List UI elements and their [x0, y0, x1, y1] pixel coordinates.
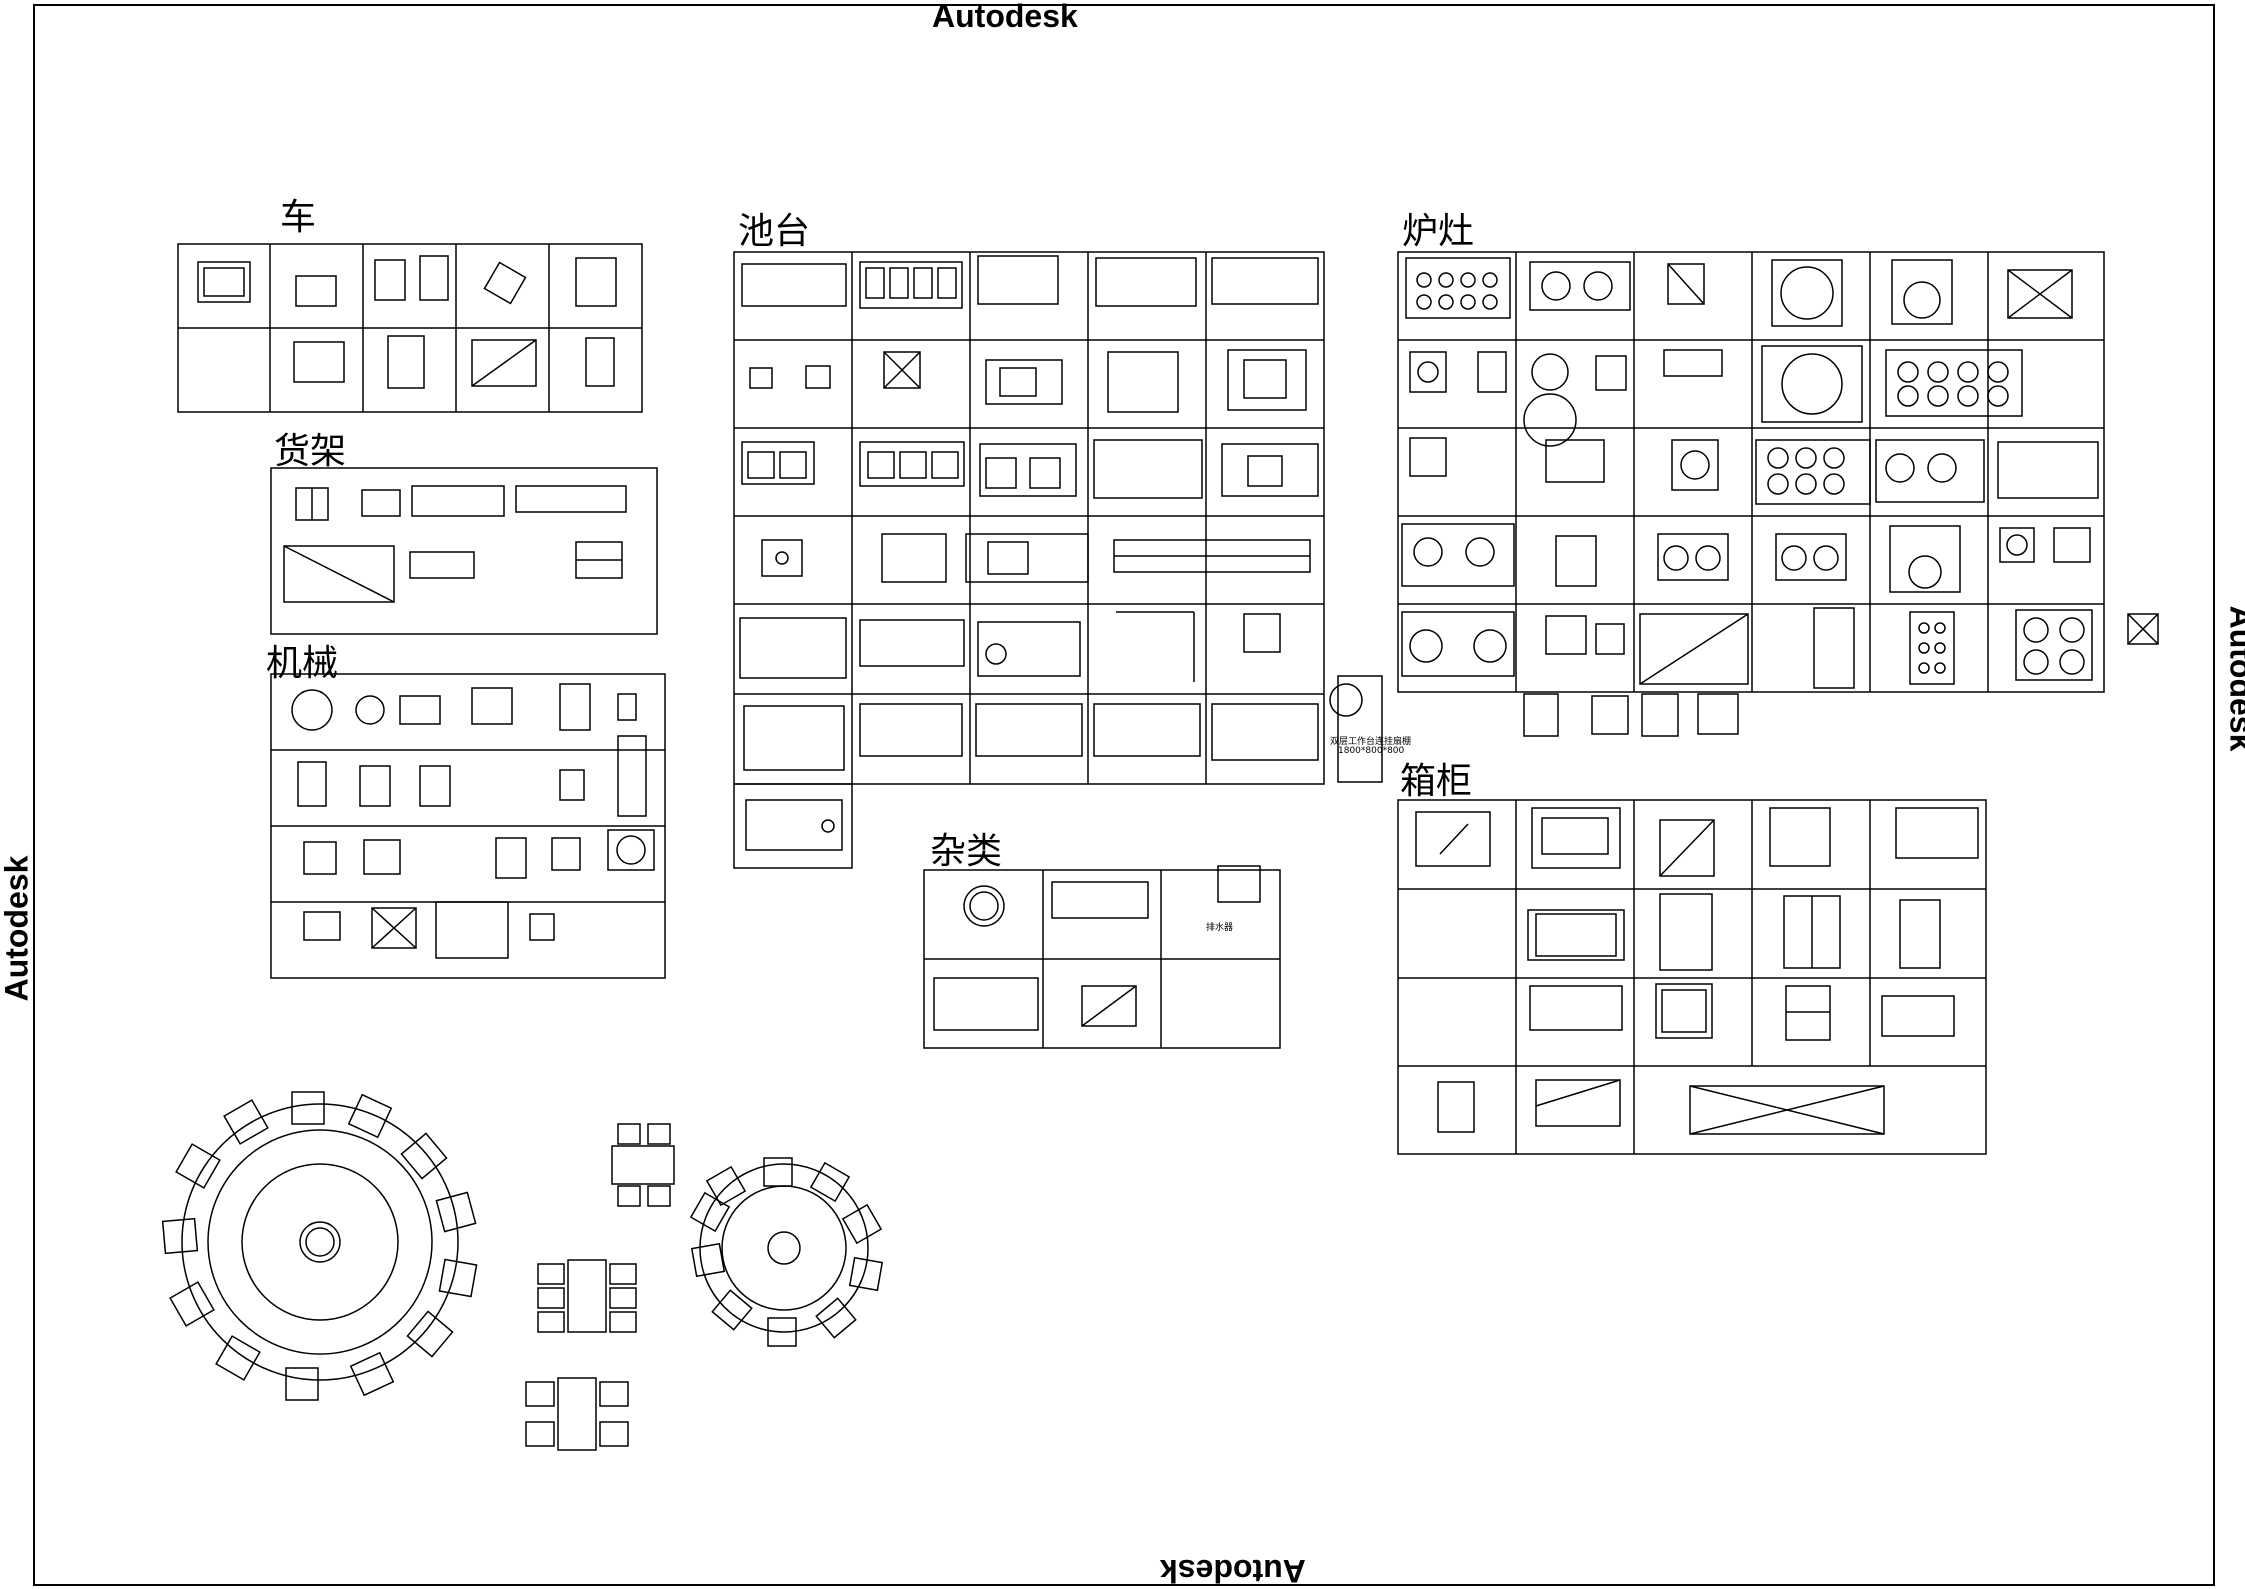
watermark-left: Autodesk	[0, 855, 35, 1002]
section-title-sink: 池台	[738, 211, 811, 252]
section-title-cart: 车	[280, 197, 317, 238]
round-table-small	[689, 1157, 884, 1347]
square-table-four-seat	[611, 1123, 675, 1207]
workbench-label: 双层工作台连挂扇棚	[1330, 737, 1412, 747]
watermark-top: Autodesk	[932, 0, 1078, 34]
section-title-machinery: 机械	[266, 643, 339, 684]
cart-grid	[177, 243, 643, 413]
section-title-misc: 杂类	[930, 831, 1003, 872]
stove-grid	[1397, 251, 2159, 693]
sink-grid	[733, 251, 1325, 869]
machinery-grid	[270, 673, 666, 979]
watermark-bottom: Autodesk	[1160, 1553, 1306, 1589]
cabinet-grid	[1397, 693, 1987, 1155]
misc-item-label: 排水器	[1206, 923, 1234, 933]
rect-table-four-seat	[525, 1377, 629, 1451]
section-title-stove: 炉灶	[1402, 211, 1475, 252]
misc-grid	[923, 865, 1281, 1049]
rect-table-six-seat	[537, 1259, 637, 1333]
sheet-border	[33, 4, 2215, 1586]
watermark-right: Autodesk	[2223, 605, 2245, 752]
section-title-cabinet: 箱柜	[1400, 761, 1473, 802]
workbench-size-label: 1800*800*800	[1338, 746, 1405, 756]
round-table-large	[161, 1091, 478, 1401]
shelf-grid	[270, 467, 658, 635]
section-title-shelf: 货架	[274, 431, 347, 472]
workbench-drawing	[1329, 675, 1383, 783]
